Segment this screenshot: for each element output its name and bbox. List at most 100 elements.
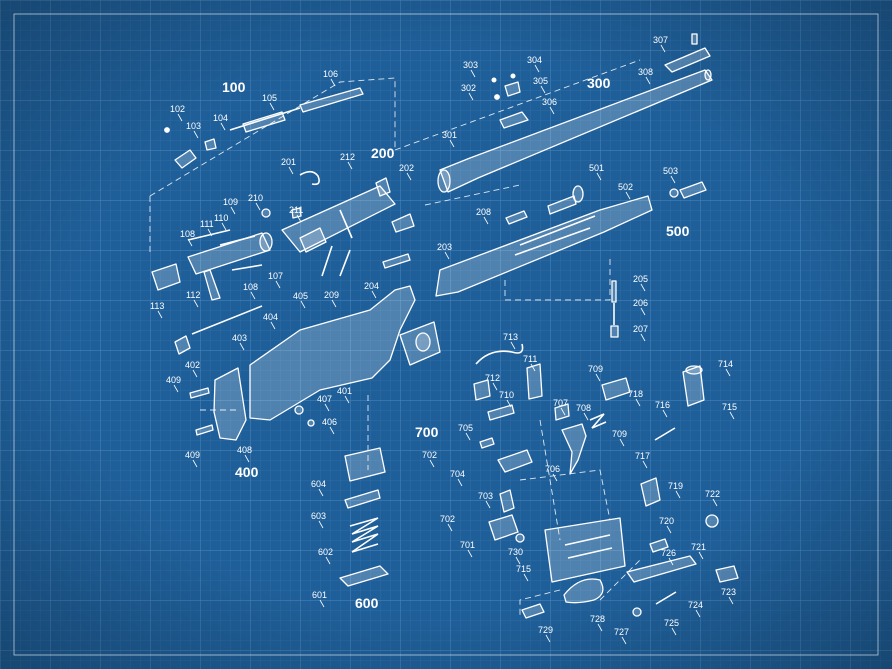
part-number-502: 502 <box>618 182 633 192</box>
leader-721 <box>698 551 704 560</box>
part-number-710: 710 <box>499 390 514 400</box>
leader-105 <box>269 102 275 111</box>
part-number-108: 108 <box>243 282 258 292</box>
part-number-306: 306 <box>542 97 557 107</box>
leader-603 <box>318 520 324 529</box>
part-number-108: 108 <box>180 229 195 239</box>
part-number-726: 726 <box>661 548 676 558</box>
part-number-106: 106 <box>323 69 338 79</box>
leader-108 <box>250 291 256 300</box>
blueprint-frame <box>13 13 879 656</box>
leader-701 <box>467 549 473 558</box>
part-number-301: 301 <box>442 130 457 140</box>
leader-210 <box>255 202 261 211</box>
leader-201 <box>288 166 294 175</box>
leader-404 <box>270 321 276 330</box>
part-number-111: 111 <box>200 219 214 229</box>
part-number-604: 604 <box>311 479 326 489</box>
part-number-402: 402 <box>185 360 200 370</box>
part-number-202: 202 <box>399 163 414 173</box>
leader-203 <box>444 251 450 260</box>
leader-401 <box>344 395 350 404</box>
part-number-708: 708 <box>576 403 591 413</box>
leader-710 <box>506 399 512 408</box>
part-number-717: 717 <box>635 451 650 461</box>
leader-104 <box>220 122 226 131</box>
leader-110 <box>221 222 227 231</box>
part-number-208: 208 <box>476 207 491 217</box>
leader-111 <box>207 228 213 237</box>
part-number-713: 713 <box>503 332 518 342</box>
group-label-300: 300 <box>587 75 611 91</box>
part-number-705: 705 <box>458 423 473 433</box>
leader-707 <box>560 407 566 416</box>
leader-303 <box>470 69 476 78</box>
action-receiver <box>281 170 619 338</box>
leader-212 <box>347 161 353 170</box>
part-number-703: 703 <box>478 491 493 501</box>
part-number-404: 404 <box>263 312 278 322</box>
leader-304 <box>534 64 540 73</box>
part-number-720: 720 <box>659 516 674 526</box>
part-number-729: 729 <box>538 625 553 635</box>
part-number-501: 501 <box>589 163 604 173</box>
leader-407 <box>324 403 330 412</box>
part-number-715: 715 <box>722 402 737 412</box>
part-number-503: 503 <box>663 166 678 176</box>
part-number-206: 206 <box>633 298 648 308</box>
leader-604 <box>318 488 324 497</box>
part-number-716: 716 <box>655 400 670 410</box>
leader-103 <box>193 130 199 139</box>
leader-109 <box>230 206 236 215</box>
group-label-200: 200 <box>371 145 395 161</box>
part-number-701: 701 <box>460 540 475 550</box>
part-number-210: 210 <box>248 193 263 203</box>
trigger-group <box>473 343 739 619</box>
leader-206 <box>640 307 646 316</box>
leader-715 <box>523 573 529 582</box>
leader-712 <box>492 382 498 391</box>
leader-502 <box>625 191 631 200</box>
part-number-704: 704 <box>450 469 465 479</box>
leader-209 <box>331 299 337 308</box>
leader-719 <box>675 490 681 499</box>
leader-503 <box>670 175 676 184</box>
part-number-408: 408 <box>237 445 252 455</box>
part-number-207: 207 <box>633 324 648 334</box>
leader-113 <box>157 310 163 319</box>
leader-715 <box>729 411 735 420</box>
part-number-105: 105 <box>262 93 277 103</box>
leader-405 <box>300 300 306 309</box>
part-number-407: 407 <box>317 394 332 404</box>
leader-704 <box>457 478 463 487</box>
barrel-assembly <box>437 33 713 193</box>
part-number-724: 724 <box>688 600 703 610</box>
part-number-706: 706 <box>545 464 560 474</box>
leader-409 <box>173 384 179 393</box>
part-number-715: 715 <box>516 564 531 574</box>
leader-716 <box>662 409 668 418</box>
leader-108 <box>187 238 193 247</box>
part-number-712: 712 <box>485 373 500 383</box>
part-number-201: 201 <box>281 157 296 167</box>
stock-assembly <box>174 285 441 441</box>
part-number-211: 211 <box>289 205 303 215</box>
leader-713 <box>510 341 516 350</box>
part-number-401: 401 <box>337 386 352 396</box>
assembly-guides <box>149 59 641 615</box>
part-number-113: 113 <box>150 301 164 311</box>
leader-305 <box>540 85 546 94</box>
part-number-303: 303 <box>463 60 478 70</box>
part-number-102: 102 <box>170 104 185 114</box>
leader-601 <box>319 599 325 608</box>
part-number-409: 409 <box>166 375 181 385</box>
part-number-730: 730 <box>508 547 523 557</box>
part-callouts: 1021031041051061071081081091101111121132… <box>150 35 737 637</box>
leader-714 <box>725 368 731 377</box>
group-label-600: 600 <box>355 595 379 611</box>
leader-308 <box>645 76 651 85</box>
part-number-725: 725 <box>664 618 679 628</box>
leader-208 <box>483 216 489 225</box>
part-number-709: 709 <box>612 429 627 439</box>
